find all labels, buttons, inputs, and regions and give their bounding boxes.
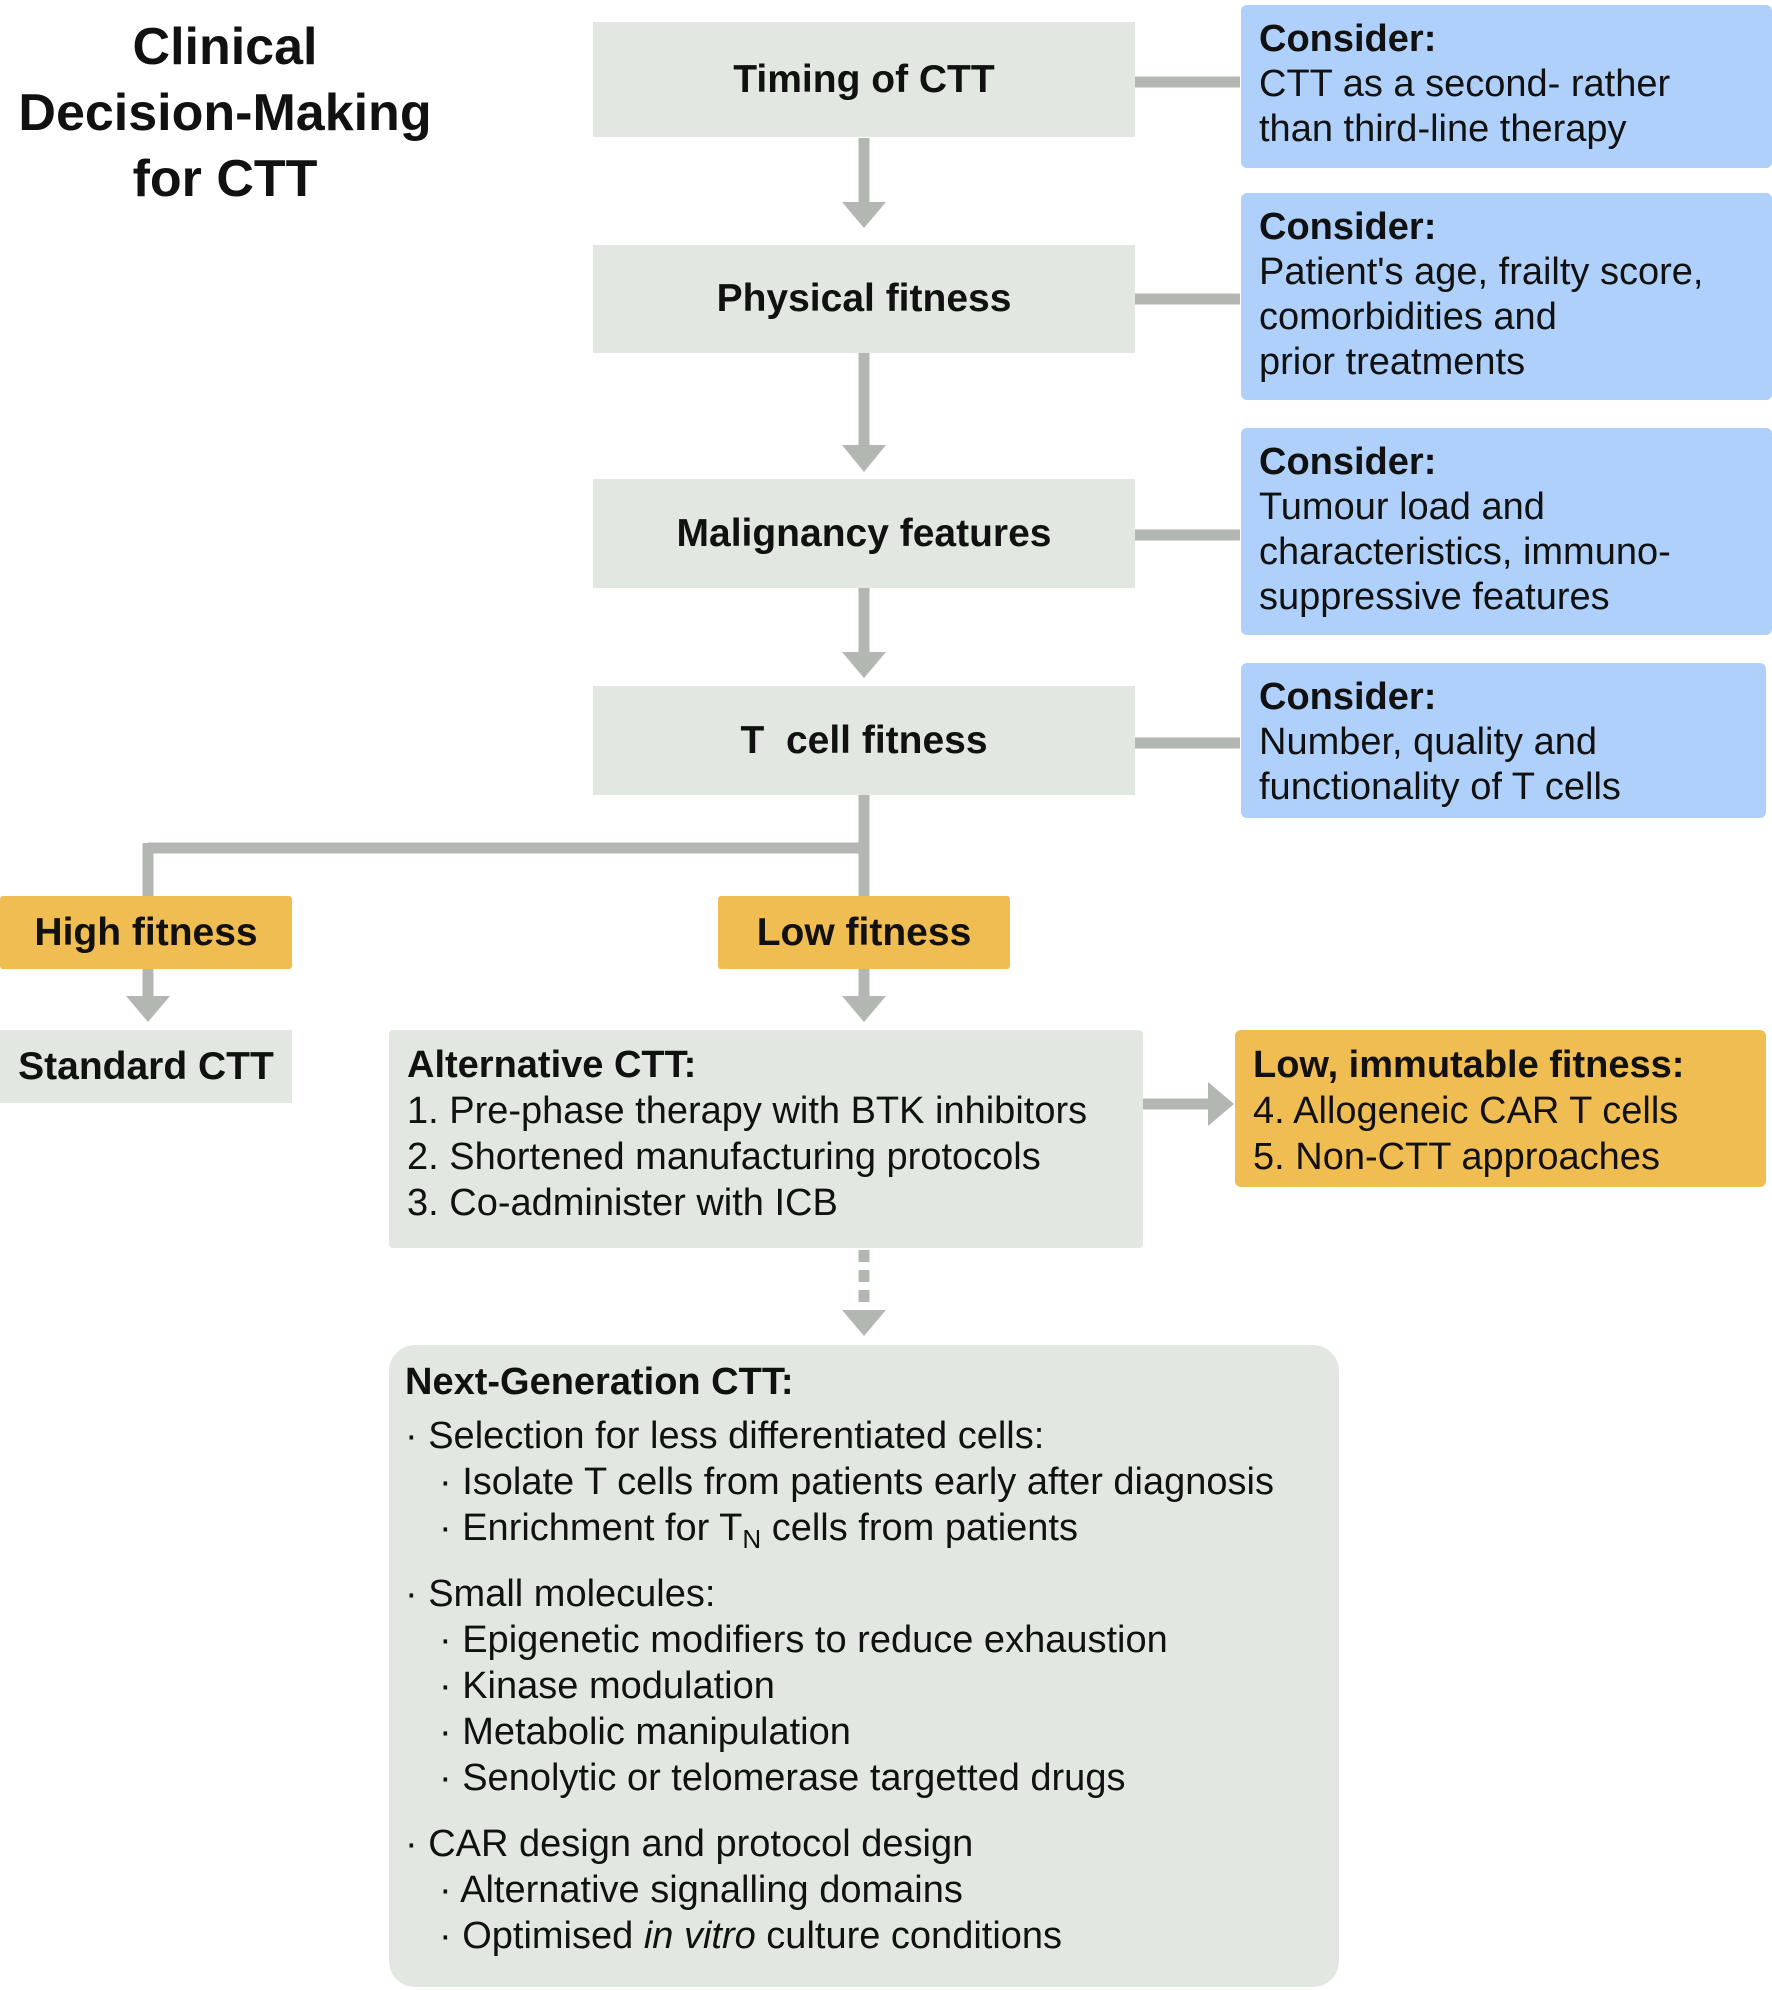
alternative-item: 2. Shortened manufacturing protocols [407, 1136, 1041, 1178]
consider-line: Patient's age, frailty score, [1259, 251, 1704, 293]
immutable-heading: Low, immutable fitness: [1253, 1044, 1685, 1086]
consider-malignancy: Consider: Tumour load and characteristic… [1241, 428, 1772, 635]
arrowhead-malignancy [842, 445, 886, 472]
next-gen-group-title: · Selection for less differentiated cell… [405, 1415, 1045, 1457]
arrowhead-tcell [842, 652, 886, 678]
high-fitness-badge: High fitness [0, 896, 292, 969]
low-fitness-badge: Low fitness [718, 896, 1010, 969]
consider-line: functionality of T cells [1259, 766, 1621, 808]
arrowhead-standard [126, 996, 170, 1022]
title-line-2: Decision-Making [18, 84, 432, 142]
consider-heading: Consider: [1259, 206, 1437, 248]
title-line-1: Clinical [132, 18, 318, 76]
next-gen-item: · Metabolic manipulation [439, 1711, 851, 1753]
step-physical-fitness: Physical fitness [593, 245, 1135, 353]
next-gen-item-culture: · Optimised in vitro culture conditions [405, 1913, 1323, 1959]
page-title: Clinical Decision-Making for CTT [0, 14, 450, 212]
low-fitness-label: Low fitness [756, 910, 972, 954]
culture-text-end: culture conditions [755, 1915, 1063, 1957]
consider-heading: Consider: [1259, 18, 1437, 60]
consider-line: than third-line therapy [1259, 108, 1627, 150]
step-timing-label: Timing of CTT [733, 57, 995, 101]
high-fitness-label: High fitness [34, 910, 258, 954]
next-gen-group-selection: · Selection for less differentiated cell… [405, 1413, 1323, 1554]
consider-timing: Consider: CTT as a second- rather than t… [1241, 5, 1772, 168]
next-gen-item: · Isolate T cells from patients early af… [439, 1461, 1274, 1503]
step-timing: Timing of CTT [593, 22, 1135, 137]
next-gen-item: · Kinase modulation [439, 1665, 775, 1707]
alternative-heading: Alternative CTT: [407, 1044, 697, 1086]
consider-physical: Consider: Patient's age, frailty score, … [1241, 193, 1772, 400]
consider-line: comorbidities and [1259, 296, 1557, 338]
enrichment-text: · Enrichment for T [439, 1507, 743, 1549]
consider-line: Number, quality and [1259, 721, 1597, 763]
next-gen-item: · Epigenetic modifiers to reduce exhaust… [439, 1619, 1168, 1661]
consider-line: suppressive features [1259, 576, 1610, 618]
consider-heading: Consider: [1259, 441, 1437, 483]
enrichment-text-end: cells from patients [761, 1507, 1078, 1549]
next-gen-group-title: · Small molecules: [405, 1573, 716, 1615]
immutable-item: 4. Allogeneic CAR T cells [1253, 1090, 1679, 1132]
arrowhead-alternative [842, 996, 886, 1022]
arrowhead-nextgen [842, 1310, 886, 1336]
consider-line: characteristics, immuno- [1259, 531, 1671, 573]
next-gen-group-small-molecules: · Small molecules: · Epigenetic modifier… [405, 1571, 1323, 1801]
step-tcell-fitness: T cell fitness [593, 686, 1135, 795]
step-tcell-label: T cell fitness [740, 718, 988, 762]
alternative-item: 1. Pre-phase therapy with BTK inhibitors [407, 1090, 1088, 1132]
next-gen-item-enrichment: · Enrichment for TN cells from patients [405, 1505, 1323, 1554]
next-gen-item: · Alternative signalling domains [439, 1869, 963, 1911]
next-gen-group-title: · CAR design and protocol design [405, 1823, 974, 1865]
next-gen-heading: Next-Generation CTT: [405, 1361, 794, 1403]
immutable-item: 5. Non-CTT approaches [1253, 1136, 1660, 1178]
alternative-ctt-box: Alternative CTT: 1. Pre-phase therapy wi… [389, 1030, 1143, 1248]
consider-heading: Consider: [1259, 676, 1437, 718]
alternative-item: 3. Co-administer with ICB [407, 1182, 838, 1224]
next-gen-item: · Senolytic or telomerase targetted drug… [439, 1757, 1126, 1799]
step-malignancy-features: Malignancy features [593, 479, 1135, 588]
consider-line: prior treatments [1259, 341, 1526, 383]
culture-italic: in vitro [643, 1915, 756, 1957]
next-gen-group-car-design: · CAR design and protocol design · Alter… [405, 1821, 1323, 1959]
immutable-fitness-box: Low, immutable fitness: 4. Allogeneic CA… [1235, 1030, 1766, 1187]
arrowhead-immutable [1208, 1082, 1234, 1126]
standard-ctt-label: Standard CTT [18, 1044, 274, 1088]
next-generation-ctt-box: Next-Generation CTT: · Selection for les… [389, 1345, 1339, 1987]
consider-line: Tumour load and [1259, 486, 1545, 528]
step-physical-label: Physical fitness [716, 277, 1012, 320]
culture-text: · Optimised [439, 1915, 644, 1957]
step-malignancy-label: Malignancy features [676, 511, 1052, 555]
title-line-3: for CTT [132, 150, 318, 208]
standard-ctt-box: Standard CTT [0, 1030, 292, 1103]
enrichment-subscript: N [742, 1524, 762, 1554]
consider-line: CTT as a second- rather [1259, 63, 1671, 105]
consider-tcell: Consider: Number, quality and functional… [1241, 663, 1766, 818]
arrowhead-physical [842, 202, 886, 228]
